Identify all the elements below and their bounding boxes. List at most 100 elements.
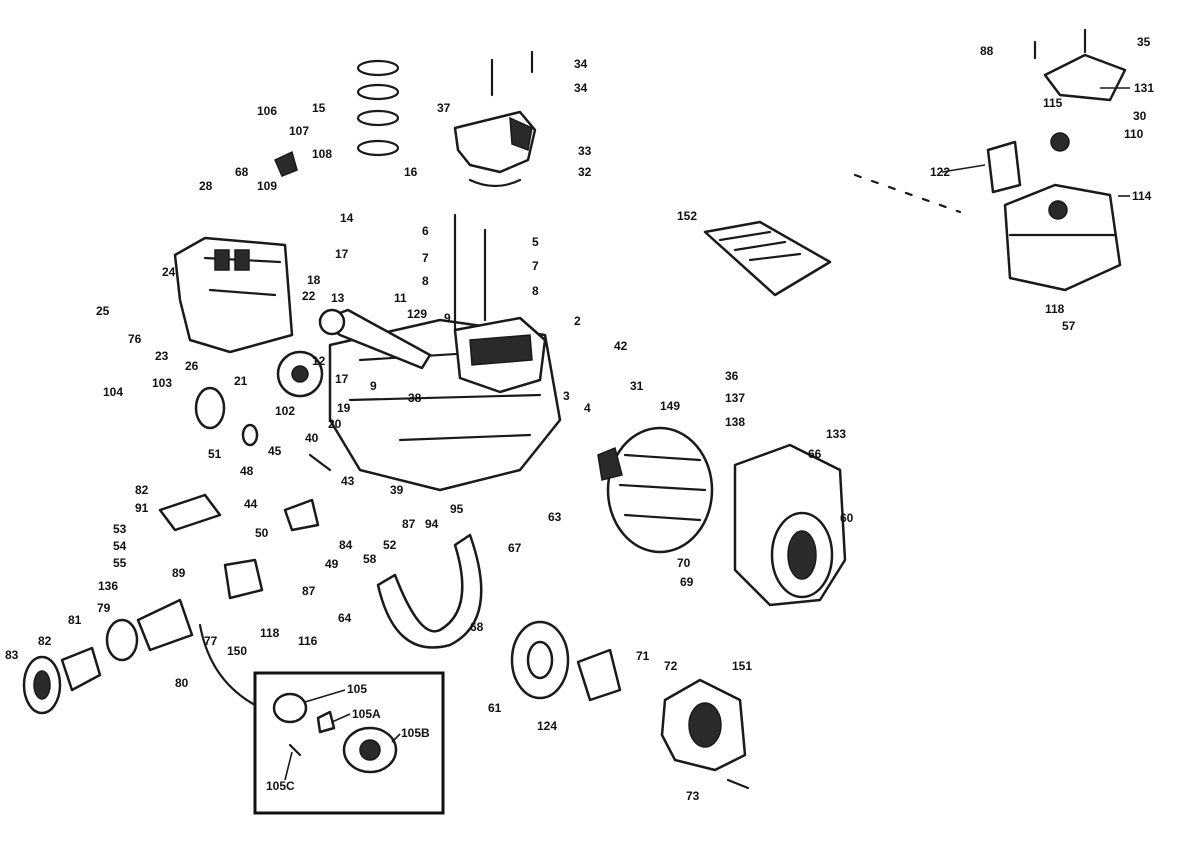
gaskets-left [194,386,259,447]
part-label: 87 [302,584,316,598]
part-label: 68 [470,620,484,634]
part-label: 35 [1137,35,1151,49]
part-label: 88 [980,44,994,58]
part-label: 51 [208,447,222,461]
part-label: 37 [437,101,451,115]
part-label: 14 [340,211,354,225]
ignition-wire [198,623,257,707]
part-label: 107 [289,124,309,138]
part-label: 24 [162,265,176,279]
part-label: 31 [630,379,644,393]
part-label: 3 [563,389,570,403]
starter-housing [660,678,750,790]
part-label: 150 [227,644,247,658]
part-label: 80 [175,676,189,690]
part-label: 9 [370,379,377,393]
part-label: 15 [312,101,326,115]
part-label: 118 [1045,302,1065,316]
part-label: 115 [1043,96,1063,110]
part-label: 39 [390,483,404,497]
part-label: 55 [113,556,127,570]
part-label: 94 [425,517,439,531]
part-label: 32 [578,165,592,179]
linkage [158,453,332,600]
part-label: 38 [408,391,422,405]
part-label: 151 [732,659,752,673]
part-labels: 34 34 35 88 131 115 30 110 37 33 32 106 … [5,35,1154,803]
part-label: 34 [574,57,588,71]
part-label: 5 [532,235,539,249]
starter-cup [510,620,622,702]
part-label: 103 [152,376,172,390]
part-label: 76 [128,332,142,346]
leader-lines [284,87,1130,781]
carburetor [453,50,537,188]
part-label: 30 [1133,109,1147,123]
blower-housing [733,443,847,607]
inset-detail [253,671,445,815]
part-label: 66 [808,447,822,461]
part-label: 49 [325,557,339,571]
part-label: 17 [335,247,349,261]
part-label: 17 [335,372,349,386]
part-label: 22 [302,289,316,303]
part-label: 63 [548,510,562,524]
part-label: 77 [204,634,218,648]
part-label: 20 [328,417,342,431]
part-label: 61 [488,701,502,715]
part-label: 40 [305,431,319,445]
manual-booklet [703,220,832,297]
part-label: 52 [383,538,397,552]
bolt-top [274,150,298,177]
part-label: 82 [135,483,149,497]
part-label: 26 [185,359,199,373]
part-label: 109 [257,179,277,193]
fuel-tank [1003,183,1122,292]
engine-block-left [173,236,294,354]
part-label: 133 [826,427,846,441]
part-label: 131 [1134,81,1154,95]
part-label: 50 [255,526,269,540]
part-label: 89 [172,566,186,580]
part-label: 152 [677,209,697,223]
part-label: 70 [677,556,691,570]
part-label: 58 [363,552,377,566]
part-label: 136 [98,579,118,593]
part-label: 36 [725,369,739,383]
part-label: 2 [574,314,581,328]
crankshaft [318,308,432,370]
part-label: 105 [347,682,367,696]
part-label: 87 [402,517,416,531]
part-label: 67 [508,541,522,555]
part-label: 91 [135,501,149,515]
part-label: 21 [234,374,248,388]
part-label: 95 [450,502,464,516]
part-label: 44 [244,497,258,511]
part-label: 116 [298,634,318,648]
part-label: 12 [312,354,326,368]
part-label: 7 [532,259,539,273]
part-label: 42 [614,339,628,353]
part-label: 138 [725,415,745,429]
part-label: 73 [686,789,700,803]
gear [276,350,324,398]
part-label: 81 [68,613,82,627]
part-label: 16 [404,165,418,179]
part-label: 105C [266,779,295,793]
part-label: 18 [307,273,321,287]
part-label: 8 [422,274,429,288]
part-label: 23 [155,349,169,363]
part-label: 102 [275,404,295,418]
part-label: 7 [422,251,429,265]
part-label: 48 [240,464,254,478]
part-label: 149 [660,399,680,413]
part-label: 9 [444,311,451,325]
projection-line [853,173,962,214]
seals-left [22,598,194,715]
part-label: 60 [840,511,854,525]
piston-rings [356,59,400,157]
part-label: 83 [5,648,19,662]
part-label: 13 [331,291,345,305]
part-label: 28 [199,179,213,193]
